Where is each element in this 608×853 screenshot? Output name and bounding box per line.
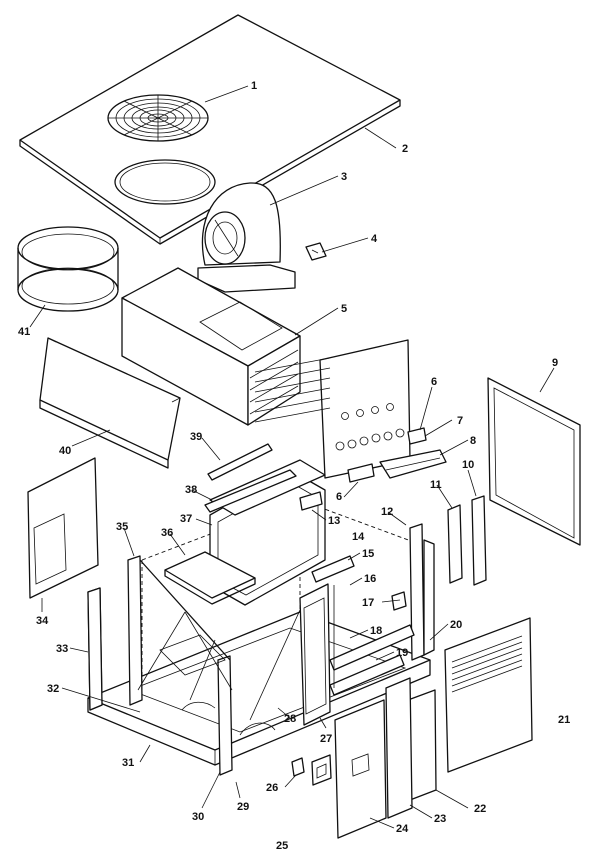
corner-post-33 <box>87 587 103 711</box>
top-panel <box>19 14 401 245</box>
small-bracket-part <box>305 242 327 261</box>
callout-38: 38 <box>185 484 197 496</box>
side-panel-34 <box>27 457 99 599</box>
callout-10: 10 <box>462 459 474 471</box>
callout-36: 36 <box>161 527 173 539</box>
callout-21: 21 <box>558 714 570 726</box>
drain-pan <box>164 551 256 605</box>
heat-exchanger-box <box>121 267 301 426</box>
callout-19: 19 <box>396 647 408 659</box>
callout-20: 20 <box>450 619 462 631</box>
callout-6-upper: 6 <box>431 376 437 388</box>
callout-11: 11 <box>430 479 442 491</box>
callout-1: 1 <box>251 80 257 92</box>
callout-31: 31 <box>122 757 134 769</box>
callout-5: 5 <box>341 303 347 315</box>
callout-7: 7 <box>457 415 463 427</box>
filter-panel <box>39 337 181 469</box>
callout-30: 30 <box>192 811 204 823</box>
main-cabinet <box>87 499 435 776</box>
callout-33: 33 <box>56 643 68 655</box>
callout-9: 9 <box>552 357 558 369</box>
louvered-panel-21 <box>444 617 533 773</box>
callout-2: 2 <box>402 143 408 155</box>
callout-35: 35 <box>116 521 128 533</box>
callout-8: 8 <box>470 435 476 447</box>
callout-26: 26 <box>266 782 278 794</box>
front-panels <box>291 677 437 839</box>
callout-16: 16 <box>364 573 376 585</box>
callout-40: 40 <box>59 445 71 457</box>
callout-4: 4 <box>371 233 378 245</box>
callout-22: 22 <box>474 803 486 815</box>
callout-32: 32 <box>47 683 59 695</box>
callout-13: 13 <box>328 515 340 527</box>
callout-17: 17 <box>362 597 374 609</box>
filler-strips <box>447 495 487 586</box>
callout-15: 15 <box>362 548 374 560</box>
callout-39: 39 <box>190 431 202 443</box>
callout-12: 12 <box>381 506 393 518</box>
callout-labels: 1 2 3 4 5 6 6 7 8 9 10 11 12 13 14 15 16… <box>18 80 570 852</box>
callout-18: 18 <box>370 625 382 637</box>
burner-parts <box>347 427 447 483</box>
callout-3: 3 <box>341 171 347 183</box>
callout-25: 25 <box>276 840 288 852</box>
callout-29: 29 <box>237 801 249 813</box>
callout-6-lower: 6 <box>336 491 342 503</box>
callout-34: 34 <box>36 615 49 627</box>
callout-23: 23 <box>434 813 446 825</box>
right-post-parts <box>391 591 407 611</box>
bracket-39 <box>207 443 273 481</box>
callout-27: 27 <box>320 733 332 745</box>
fan-guard <box>107 94 209 142</box>
leader-lines <box>29 85 555 829</box>
callout-14: 14 <box>352 531 365 543</box>
callout-41: 41 <box>18 326 30 338</box>
callout-28: 28 <box>284 713 296 725</box>
blower-housing <box>197 182 296 293</box>
callout-37: 37 <box>180 513 192 525</box>
callout-24: 24 <box>396 823 409 835</box>
access-panel-9 <box>487 377 581 546</box>
fan-shroud-rings <box>17 226 119 312</box>
